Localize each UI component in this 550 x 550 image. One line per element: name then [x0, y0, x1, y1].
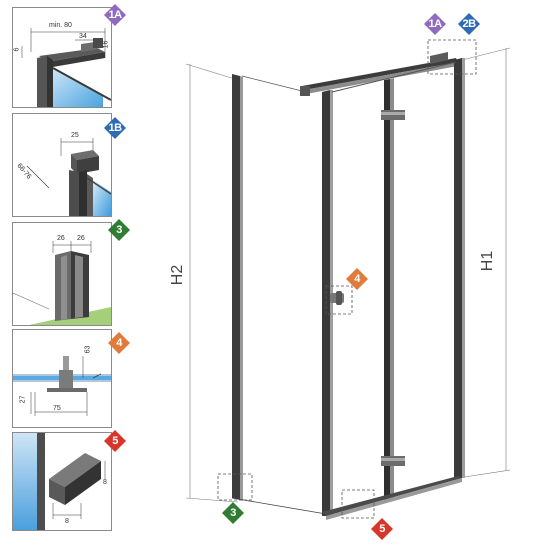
detail-4-drawing: [13, 356, 111, 416]
detail-5-drawing: [13, 433, 106, 530]
detail-1b-drawing: [26, 138, 111, 216]
badge-5-panel: 5: [104, 430, 126, 452]
door-knob: [330, 291, 344, 305]
detail-3-drawing: [13, 241, 111, 325]
h2-dimension: [185, 63, 239, 503]
callout-5: 5: [371, 518, 393, 540]
callout-1a: 1A: [424, 13, 446, 35]
dim-width-total: min. 80: [49, 22, 72, 29]
dim-height-8: 8: [103, 479, 107, 486]
callout-4: 4: [346, 268, 368, 290]
dim-width: 25: [71, 132, 79, 139]
badge-3-panel: 3: [108, 219, 130, 241]
callout-boxes: [217, 39, 477, 519]
detail-panel-3: 26 26: [12, 222, 112, 326]
badge-1b-panel: 1B: [104, 117, 126, 139]
detail-panel-1a: min. 80 34 16 6: [12, 7, 112, 108]
dim-right: 26: [77, 235, 85, 242]
height-label-h2: H2: [169, 264, 187, 286]
hinges: [381, 110, 405, 466]
dim-width-8: 8: [65, 518, 69, 525]
detail-1a-drawing: [21, 28, 111, 107]
dim-width-75: 75: [53, 405, 61, 412]
height-label-h1: H1: [479, 250, 497, 272]
dim-left: 26: [57, 235, 65, 242]
dim-rail-width: 34: [79, 33, 87, 40]
callout-2b: 2B: [458, 13, 480, 35]
h1-dimension: [457, 47, 511, 479]
detail-panel-4: 63 27 75: [12, 329, 112, 428]
front-door-frame: [322, 58, 465, 520]
badge-4-panel: 4: [108, 332, 130, 354]
top-stabilizer-bar: [300, 52, 458, 96]
detail-panel-5: 8 8: [12, 432, 112, 531]
badge-1a-panel: 1A: [104, 4, 126, 26]
callout-3: 3: [222, 502, 244, 524]
detail-panel-1b: 25 66-76: [12, 113, 112, 217]
side-panel: [231, 74, 327, 515]
